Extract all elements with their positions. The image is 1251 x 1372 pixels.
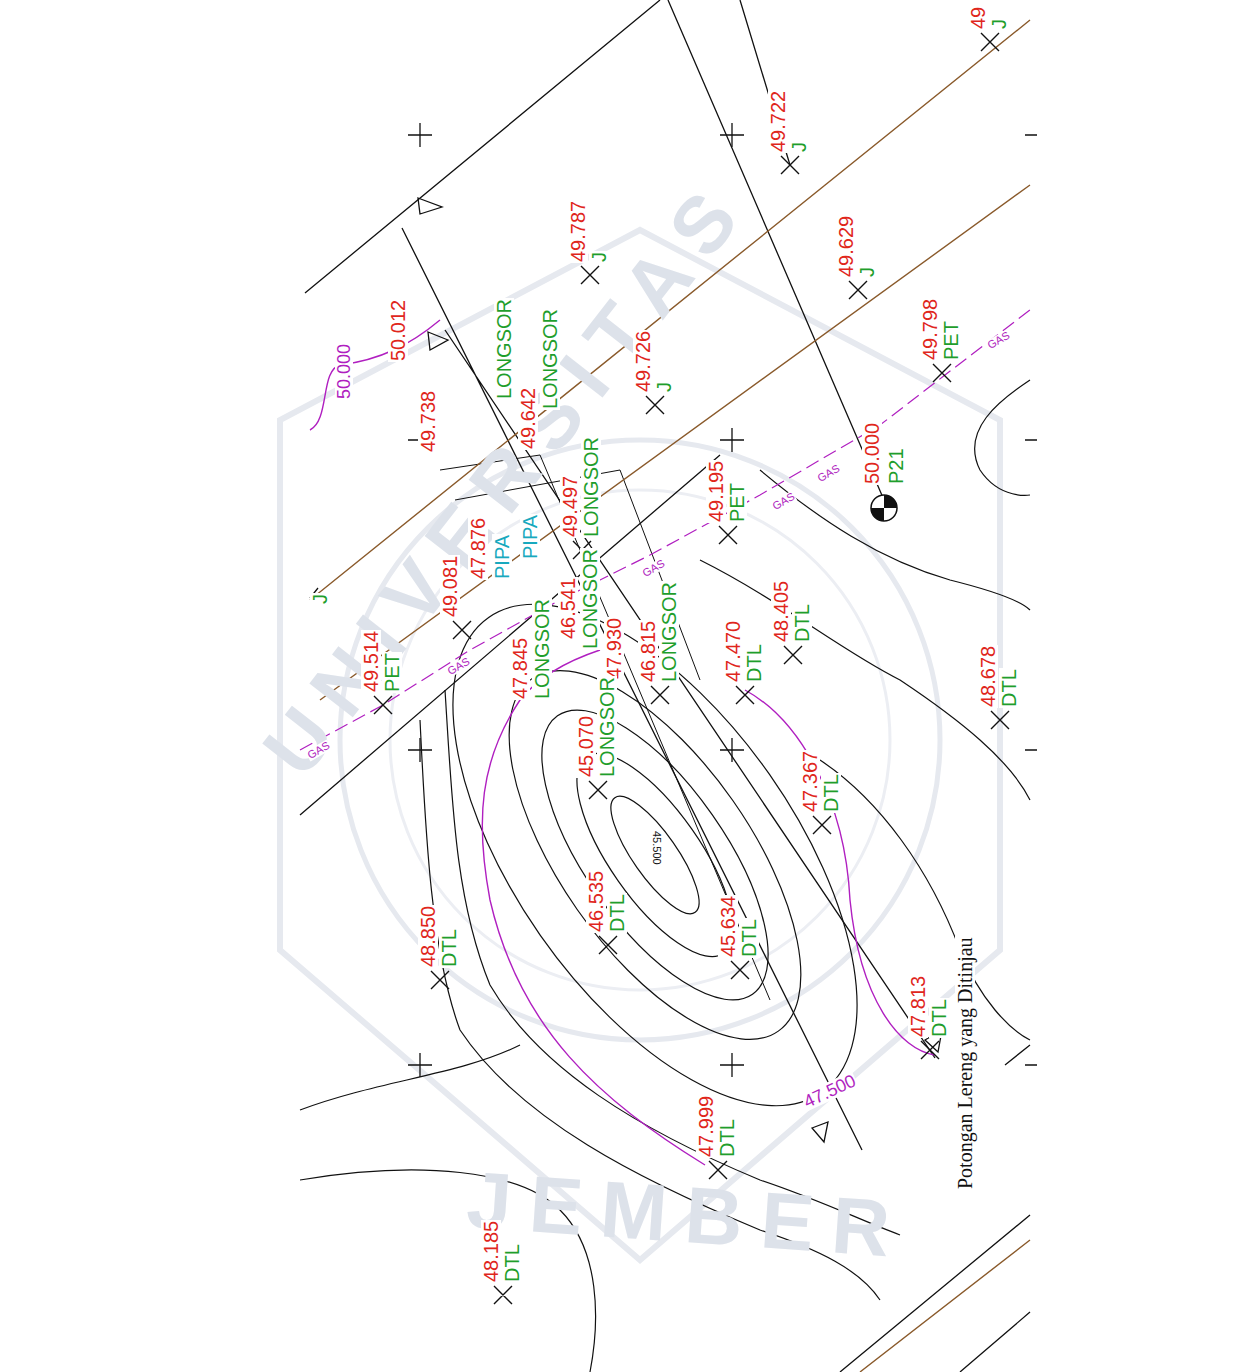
contour-index-line: [482, 650, 705, 1165]
point-code: DTL: [739, 918, 759, 958]
point-code: DTL: [999, 668, 1019, 708]
figure-caption: Potongan Lereng yang Ditinjau: [955, 936, 975, 1190]
utility-label: GAS: [640, 557, 667, 579]
contour-label: 50.000: [335, 343, 353, 400]
point-code: LONGSOR: [659, 581, 679, 683]
contour-label: 47.500: [800, 1071, 859, 1111]
point-code: PIPA: [492, 534, 512, 580]
elevation-value: 47.930: [604, 617, 624, 680]
point-code: LONGSOR: [540, 308, 560, 410]
elevation-value: 47.845: [510, 637, 530, 700]
watermark-text: JEMBER: [464, 1160, 910, 1271]
elevation-value: 47.876: [468, 517, 488, 580]
contour-index-line: [745, 690, 935, 1055]
point-code: DTL: [792, 603, 812, 643]
contour-label: 45.500: [651, 830, 662, 866]
elevation-value: 49.726: [633, 330, 653, 393]
grid-ticks: [408, 123, 1037, 1077]
point-code: DTL: [607, 893, 627, 933]
elevation-value: 46.541: [558, 577, 578, 640]
utility-label: GAS: [770, 490, 797, 512]
point-code: LONGSOR: [581, 436, 601, 538]
point-code: P21: [886, 447, 906, 485]
elevation-value: 49.642: [518, 387, 538, 450]
elevation-value: 48.185: [481, 1220, 501, 1283]
elevation-value: 46.535: [586, 870, 606, 933]
point-code: DTL: [821, 773, 841, 813]
watermark-text: UNIVERSITAS: [250, 165, 762, 789]
point-code: J: [310, 593, 330, 605]
point-code: DTL: [439, 928, 459, 968]
elevation-value: 50.012: [388, 299, 408, 362]
elevation-value: 49.787: [568, 200, 588, 263]
point-code: J: [989, 18, 1009, 30]
contour-line: [820, 760, 1030, 1040]
point-code: PET: [382, 652, 402, 693]
elevation-value: 48.850: [418, 905, 438, 968]
contour-line: [700, 560, 1030, 800]
elevation-value: 49.629: [836, 215, 856, 278]
point-code: LONGSOR: [532, 598, 552, 700]
elevation-value: 49.195: [706, 460, 726, 523]
elevation-value: 49.081: [440, 555, 460, 618]
elevation-value: 45.634: [718, 895, 738, 958]
elevation-value: 50.000: [862, 422, 882, 485]
point-code: DTL: [929, 998, 949, 1038]
contour-line: [760, 470, 1030, 610]
point-code: DTL: [717, 1118, 737, 1158]
utility-label: GAS: [445, 655, 472, 677]
watermark-shield: [280, 230, 1000, 1260]
elevation-value: 47.470: [723, 620, 743, 683]
elevation-value: 48.678: [978, 645, 998, 708]
utility-label: GAS: [815, 462, 842, 484]
contour-line: [454, 624, 856, 1085]
gas-pipe-line: [300, 310, 1030, 750]
point-code: J: [589, 251, 609, 263]
elevation-value: 49.738: [418, 390, 438, 453]
benchmark-symbol: [871, 495, 897, 521]
point-code: DTL: [744, 643, 764, 683]
elevation-value: 49.497: [560, 475, 580, 538]
point-code: PIPA: [520, 514, 540, 560]
point-code: LONGSOR: [494, 298, 514, 400]
elevation-value: 49.722: [768, 90, 788, 153]
point-code: LONGSOR: [580, 548, 600, 650]
elevation-value: 49: [968, 6, 988, 30]
contour-line: [445, 690, 900, 1235]
point-code: LONGSOR: [597, 676, 617, 778]
elevation-value: 45.070: [576, 715, 596, 778]
elevation-value: 47.367: [800, 750, 820, 813]
point-code: DTL: [502, 1243, 522, 1283]
elevation-value: 48.405: [771, 580, 791, 643]
elevation-value: 47.999: [696, 1095, 716, 1158]
elevation-value: 49.798: [920, 298, 940, 361]
elevation-value: 49.514: [361, 630, 381, 693]
contour-line: [975, 380, 1030, 495]
utility-label: GAS: [985, 329, 1012, 351]
elevation-value: 46.815: [638, 620, 658, 683]
point-code: J: [857, 266, 877, 278]
section-marker: [418, 198, 942, 1142]
benchmark-symbol: [871, 495, 897, 521]
point-code: J: [789, 141, 809, 153]
point-code: J: [654, 381, 674, 393]
elevation-value: 47.813: [908, 975, 928, 1038]
boundary-line: [300, 0, 1030, 1372]
point-code: PET: [727, 482, 747, 523]
point-code: PET: [941, 320, 961, 361]
contour-line: [500, 676, 810, 1035]
